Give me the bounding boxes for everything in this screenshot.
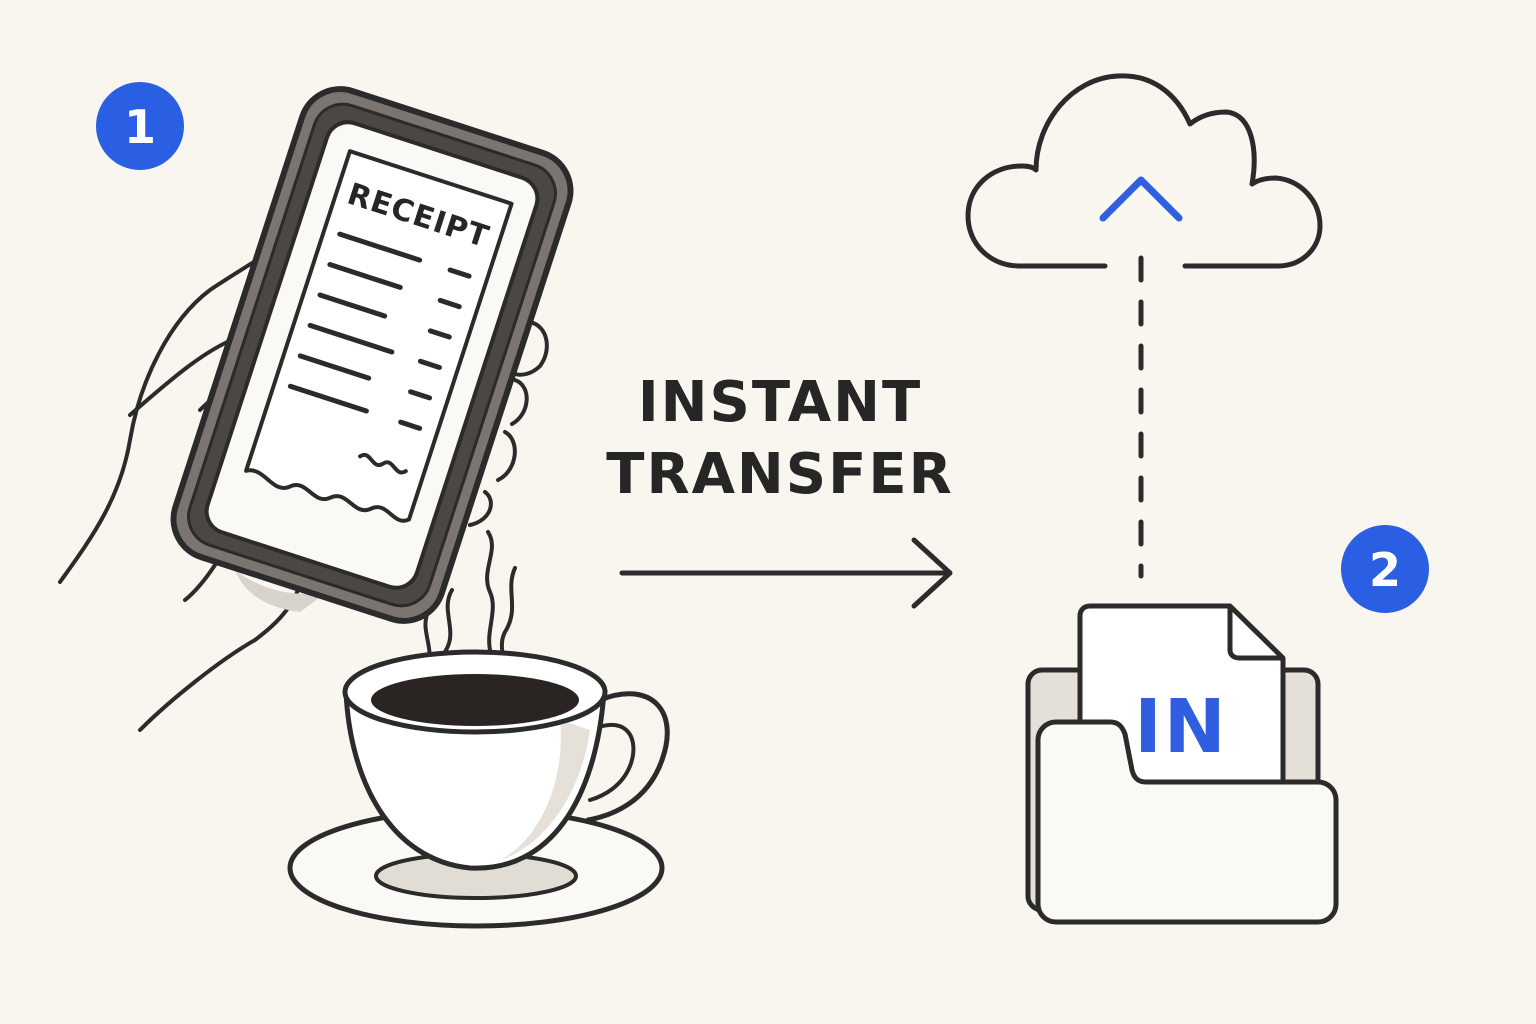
step-badge-1: 1 [96, 82, 184, 170]
step-badge-2: 2 [1341, 525, 1429, 613]
cloud-upload-icon [965, 73, 1323, 269]
coffee-cup-icon [287, 649, 670, 929]
arrow-right-icon [619, 537, 953, 609]
step-number-1: 1 [124, 100, 156, 154]
inbox-label: IN [1134, 684, 1227, 770]
transfer-label-line2: TRANSFER [606, 442, 954, 507]
receipt: RECEIPT [244, 149, 514, 523]
step-number-2: 2 [1369, 543, 1401, 597]
smartphone-icon: RECEIPT [170, 86, 574, 624]
inbox-folder-icon: IN [1025, 603, 1339, 925]
transfer-label-line1: INSTANT [637, 370, 923, 435]
document-icon: IN [1077, 603, 1286, 793]
